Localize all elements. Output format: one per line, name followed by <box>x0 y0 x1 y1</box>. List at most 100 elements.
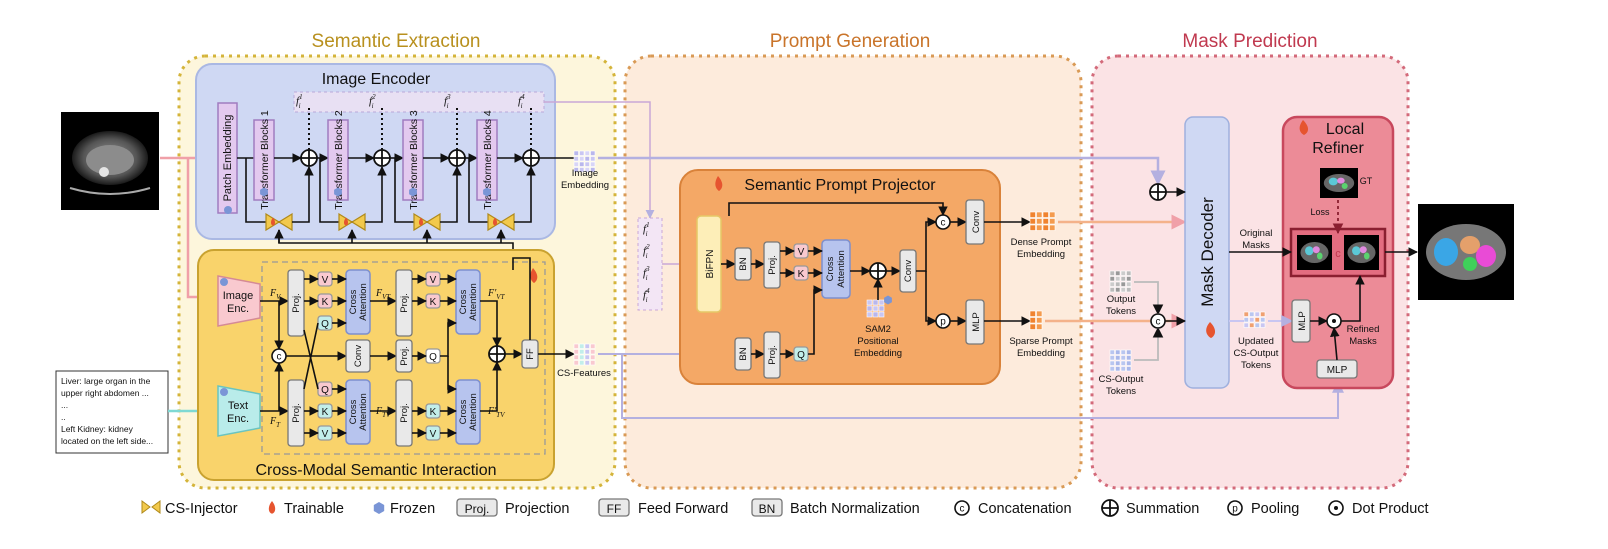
sparse-prompt-grid-cell <box>1029 317 1036 324</box>
dot-product-dot <box>1332 319 1336 323</box>
msf-1-sub: i <box>646 230 648 238</box>
output-tokens-grid-cell <box>1120 276 1126 282</box>
fv-sub: V <box>276 293 281 301</box>
sam2-label-2: Positional <box>857 336 898 347</box>
proj-k-box-label: K <box>798 269 805 280</box>
sparse-prompt-grid-cell <box>1036 310 1043 317</box>
summation-symbol <box>1101 499 1119 517</box>
original-mask-image-organ2 <box>1312 246 1320 254</box>
dense-label-2: Embedding <box>1017 249 1065 260</box>
cs-features-grid-cell <box>579 349 585 355</box>
dense-prompt-grid-cell <box>1029 218 1036 225</box>
output-organ-3 <box>1476 245 1496 267</box>
projector-title: Semantic Prompt Projector <box>744 177 936 194</box>
image-enc-label-2: Enc. <box>227 303 249 315</box>
updated-tokens-grid-cell <box>1243 317 1249 323</box>
cs-features-grid-cell <box>590 343 596 349</box>
msf-1-sup: 1 <box>646 221 650 229</box>
text-line-3: ... <box>61 400 68 410</box>
bifpn-label: BiFPN <box>705 250 716 279</box>
proj-v-box-label: V <box>798 247 805 258</box>
fv-label: FV <box>269 288 281 301</box>
updated-tokens-grid-cell <box>1254 322 1260 328</box>
text-line-2: upper right abdomen ... <box>61 388 149 398</box>
trainable-flame-icon <box>270 217 276 226</box>
connector-line <box>1134 326 1164 361</box>
image-embedding-grid-cell <box>573 167 579 173</box>
fvt-prime-base: F <box>487 288 495 299</box>
sam2-embedding-grid-cell <box>866 305 873 312</box>
proj-label: Proj. <box>767 345 778 365</box>
gt-mask-image-organ1 <box>1328 177 1338 186</box>
k-box-top-2-label: K <box>430 297 437 308</box>
v-box-bot-2-label: V <box>430 429 437 440</box>
dense-prompt-grid-cell <box>1049 224 1056 231</box>
msf-3-base: f <box>643 267 648 279</box>
legend-cs-injector-label: CS-Injector <box>165 501 238 517</box>
output-tokens-grid-cell <box>1109 270 1115 276</box>
proj-box-t2 <box>395 379 413 447</box>
connector-line <box>292 166 314 223</box>
frozen-hex-icon <box>373 502 385 514</box>
dense-prompt-grid-cell <box>1049 211 1056 218</box>
q-box-bot-1-label: Q <box>321 385 329 396</box>
connector-line <box>544 101 655 219</box>
dense-prompt-grid <box>1029 211 1056 231</box>
sparse-prompt-grid <box>1029 310 1043 330</box>
msf-4-base: f <box>643 289 648 301</box>
summation-symbol <box>488 345 506 363</box>
original-mask-image <box>1297 235 1332 270</box>
cs-output-tokens-grid <box>1109 349 1132 372</box>
feature-f3-sup: 3 <box>446 93 451 101</box>
summation-symbol <box>448 149 466 167</box>
frozen-hex-icon <box>409 187 417 197</box>
refined-mask-image-organ1 <box>1352 246 1361 256</box>
feature-f1-sup: 1 <box>299 93 303 101</box>
legend-concat-symbol-circle <box>954 500 970 516</box>
sam2-label-3: Embedding <box>854 348 902 359</box>
proj-box-t1 <box>287 379 305 447</box>
proj-concat-symbol-letter: c <box>941 218 946 229</box>
text-line-4: .. <box>61 412 66 422</box>
summation-cross <box>489 346 505 362</box>
connector-line <box>480 361 502 412</box>
proj-box-top <box>763 241 781 289</box>
image-embedding-label-1: Image <box>572 168 598 179</box>
summation-cross <box>449 150 465 166</box>
updated-tokens-grid-cell <box>1249 311 1255 317</box>
bn-label: BN <box>738 257 749 270</box>
summation-cross <box>1102 500 1118 516</box>
summation-cross <box>523 150 539 166</box>
summation-symbol <box>1149 183 1167 201</box>
trainable-icon <box>1299 120 1309 135</box>
legend-pool-symbol-circle <box>1227 500 1243 516</box>
output-tokens-grid-cell <box>1126 281 1132 287</box>
dot-product-dot <box>1334 506 1338 510</box>
cs-features-grid-cell <box>579 360 585 366</box>
image-embedding-grid-cell <box>584 161 590 167</box>
msf-2-base: f <box>643 245 648 257</box>
cs-features-grid-cell <box>573 354 579 360</box>
cs-injector <box>265 212 293 232</box>
image-embedding-grid-cell <box>590 167 596 173</box>
section-title-semantic: Semantic Extraction <box>312 31 481 52</box>
mask-decoder-label: Mask Decoder <box>1198 197 1217 307</box>
trainable-flame-icon <box>492 217 498 226</box>
local-refiner-label-2: Refiner <box>1312 140 1364 157</box>
dot-product-symbol <box>1326 313 1342 329</box>
cs-features-grid-cell <box>579 343 585 349</box>
output-tokens-grid-cell <box>1126 287 1132 293</box>
image-embedding-grid <box>573 150 596 173</box>
cs-features-grid-cell <box>584 360 590 366</box>
dense-prompt-grid-cell <box>1029 211 1036 218</box>
legend-pool-symbol: p <box>1227 500 1243 516</box>
output-tokens-grid-cell <box>1120 281 1126 287</box>
updated-tokens-label-1: Updated <box>1238 336 1274 347</box>
transformer-block-3 <box>402 119 424 201</box>
ff-label: FF <box>525 348 536 360</box>
legend-pooling-label: Pooling <box>1251 501 1299 517</box>
loss-label: Loss <box>1310 207 1330 217</box>
